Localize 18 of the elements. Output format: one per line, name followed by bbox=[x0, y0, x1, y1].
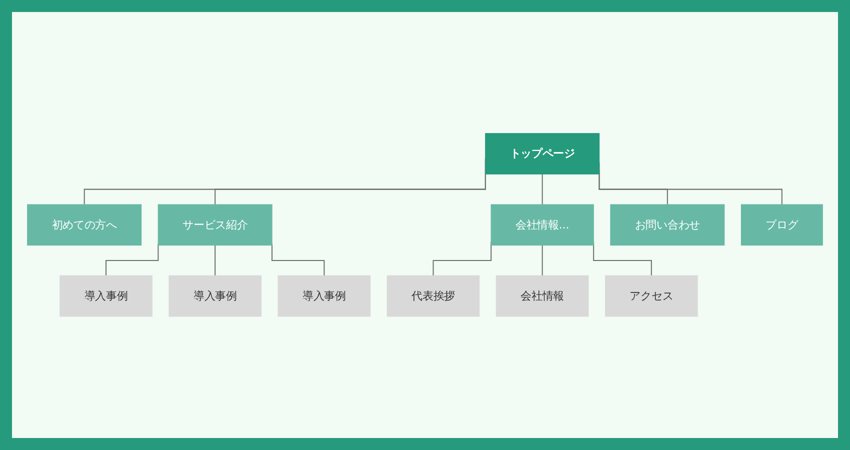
connector bbox=[106, 244, 159, 276]
node-box: サービス紹介 bbox=[158, 204, 272, 246]
node-box: 会社情報 bbox=[496, 275, 589, 317]
node-box: 導入事例 bbox=[168, 275, 262, 317]
node-box: 会社情報... bbox=[490, 204, 594, 246]
node-box: お問い合わせ bbox=[610, 204, 725, 246]
node-box: ブログ bbox=[740, 204, 823, 246]
node-box: 初めての方へ bbox=[27, 204, 142, 246]
connector bbox=[542, 174, 543, 206]
node-box: 代表挨拶 bbox=[386, 275, 480, 317]
connector bbox=[214, 245, 216, 276]
connector bbox=[272, 244, 325, 276]
node-box: 導入事例 bbox=[278, 275, 371, 317]
node-box: 導入事例 bbox=[60, 275, 152, 317]
connector bbox=[542, 245, 543, 276]
connector bbox=[432, 242, 492, 276]
node-box: トップページ bbox=[485, 133, 600, 175]
node-box: アクセス bbox=[605, 275, 698, 317]
